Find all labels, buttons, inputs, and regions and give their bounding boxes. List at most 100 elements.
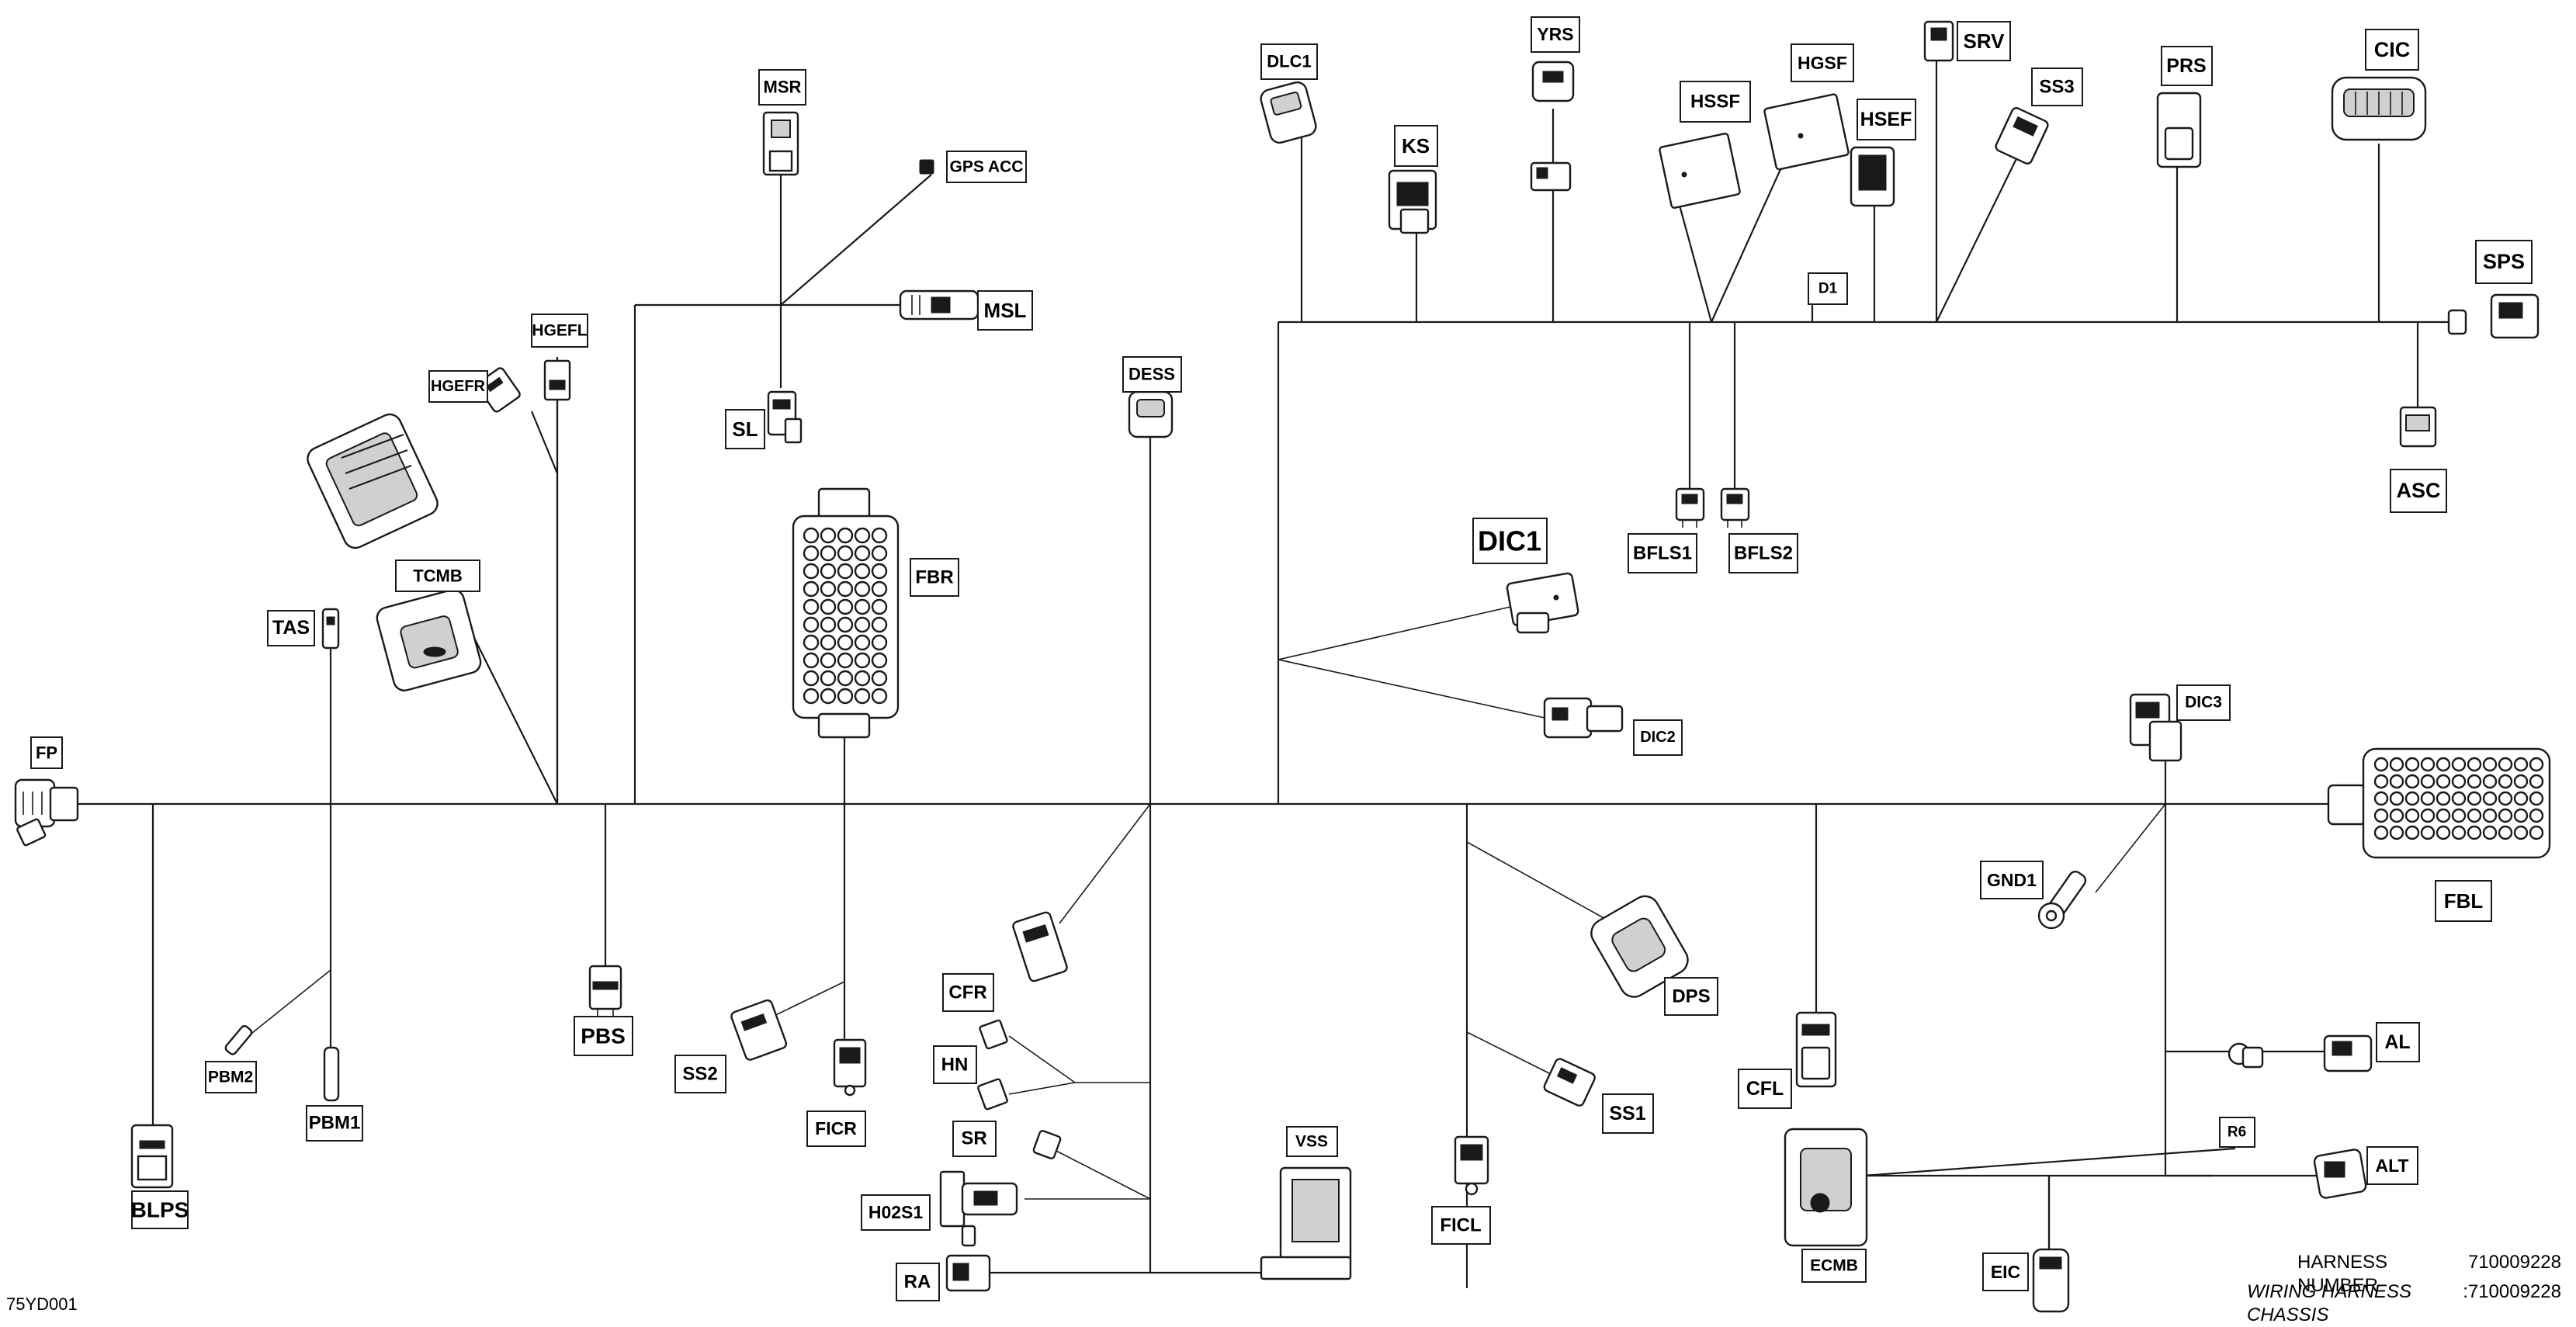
fuse-slot xyxy=(871,580,888,598)
ss1-connector-icon xyxy=(1543,1058,1596,1107)
fuse-slot xyxy=(837,670,854,687)
dic2-connector-icon xyxy=(1543,697,1624,739)
svg-text:PBM2: PBM2 xyxy=(208,1069,253,1086)
gps-acc-connector-icon xyxy=(919,159,934,175)
svg-text:BFLS1: BFLS1 xyxy=(1633,543,1692,564)
svg-text:DIC2: DIC2 xyxy=(1640,729,1676,746)
fuse-slot xyxy=(2420,825,2436,840)
fuse-slot xyxy=(2467,774,2482,789)
eic-connector-icon xyxy=(2032,1248,2070,1313)
svg-text:BFLS2: BFLS2 xyxy=(1734,543,1793,564)
label-msl: MSL xyxy=(977,290,1033,331)
svg-text:RA: RA xyxy=(904,1272,931,1293)
fuse-slot xyxy=(820,670,837,687)
hgefl-connector-icon xyxy=(543,359,571,401)
fuse-slot xyxy=(837,598,854,615)
svg-text:KS: KS xyxy=(1402,134,1430,158)
msr-connector-icon xyxy=(762,111,799,176)
ficl-connector-icon xyxy=(1454,1135,1489,1196)
sps-connector-icon xyxy=(2447,293,2540,339)
fuse-slot xyxy=(820,652,837,669)
fuse-slot xyxy=(2420,757,2436,772)
fuse-slot xyxy=(2513,825,2529,840)
fuse-slot xyxy=(854,652,871,669)
msl-connector-icon xyxy=(899,289,979,320)
fuse-slot xyxy=(2482,774,2498,789)
fbr-fuse-grid xyxy=(803,527,888,705)
fuse-slot xyxy=(820,598,837,615)
fuse-slot xyxy=(2513,808,2529,823)
fuse-slot xyxy=(871,634,888,651)
ra-connector-icon xyxy=(945,1254,991,1292)
fuse-slot xyxy=(854,634,871,651)
dic1-connector-icon xyxy=(1506,572,1579,634)
connector-labels: FP BLPS TAS PBM2 PBM1 HGEFR HGEFL TCMB P… xyxy=(30,16,2533,1301)
tcmb-connector-icon xyxy=(376,588,482,691)
label-ss3: SS3 xyxy=(2031,68,2083,106)
fuse-slot xyxy=(871,670,888,687)
dps-connector-icon xyxy=(1590,895,1689,998)
hn-high-connector-icon xyxy=(979,1019,1008,1050)
fuse-slot xyxy=(820,545,837,562)
harness-chassis-label: WIRING HARNESS CHASSIS xyxy=(2247,1281,2412,1325)
fuse-slot xyxy=(820,688,837,705)
fuse-slot xyxy=(2467,791,2482,806)
svg-text:MSR: MSR xyxy=(764,78,802,97)
fuse-slot xyxy=(837,545,854,562)
fuse-slot xyxy=(2420,774,2436,789)
svg-text:TAS: TAS xyxy=(272,617,310,639)
label-d1: D1 xyxy=(1808,272,1848,305)
srv-connector-icon xyxy=(1923,20,1954,62)
label-sr: SR xyxy=(952,1121,997,1157)
fuse-slot xyxy=(803,616,820,633)
hgsf-switch-icon xyxy=(1763,93,1850,171)
svg-text:VSS: VSS xyxy=(1295,1133,1328,1151)
fuse-slot xyxy=(820,580,837,598)
label-tas: TAS xyxy=(267,610,315,646)
fuse-slot xyxy=(837,616,854,633)
fuse-slot xyxy=(820,616,837,633)
svg-text:FP: FP xyxy=(36,743,57,763)
fuse-slot xyxy=(2529,791,2544,806)
fuse-slot xyxy=(2498,808,2513,823)
fp-connector-icon xyxy=(14,778,79,847)
fuse-slot xyxy=(803,545,820,562)
fuse-slot xyxy=(837,634,854,651)
hsef-connector-icon xyxy=(1850,146,1895,207)
pbs-connector-icon xyxy=(588,965,622,1024)
connector-glyphs xyxy=(14,20,2551,1313)
fbl-fuse-grid xyxy=(2373,757,2544,840)
figure-id: 75YD001 xyxy=(6,1294,78,1314)
svg-text:GND1: GND1 xyxy=(1987,870,2037,890)
fuse-slot xyxy=(820,527,837,544)
label-dic3: DIC3 xyxy=(2176,684,2231,721)
label-fbr: FBR xyxy=(910,558,959,597)
fuse-slot xyxy=(871,616,888,633)
svg-text:AL: AL xyxy=(2384,1031,2410,1053)
fuse-slot xyxy=(2436,791,2451,806)
svg-text:DIC1: DIC1 xyxy=(1478,525,1541,557)
fuse-slot xyxy=(2389,825,2404,840)
label-hgefl: HGEFL xyxy=(531,314,588,348)
fuse-slot xyxy=(871,563,888,580)
fuse-slot xyxy=(2451,774,2467,789)
tas-sensor-icon xyxy=(321,608,340,660)
fuse-slot xyxy=(2404,825,2420,840)
fuse-slot xyxy=(2436,808,2451,823)
fuse-slot xyxy=(2529,757,2544,772)
fuse-slot xyxy=(2436,825,2451,840)
label-dic2: DIC2 xyxy=(1633,719,1683,756)
fuse-slot xyxy=(2389,791,2404,806)
harness-number-label: HARNESS NUMBER xyxy=(2297,1252,2388,1296)
al-bulb-icon xyxy=(2228,1042,2264,1069)
label-dess: DESS xyxy=(1122,356,1182,393)
fuse-slot xyxy=(837,688,854,705)
label-ecmb: ECMB xyxy=(1801,1249,1867,1283)
cfl-connector-icon xyxy=(1795,1011,1837,1088)
label-pbm1: PBM1 xyxy=(306,1105,363,1142)
fuse-slot xyxy=(820,634,837,651)
yrs-connector-icon xyxy=(1531,61,1575,102)
fuse-slot xyxy=(2389,757,2404,772)
svg-text:MSL: MSL xyxy=(984,299,1027,322)
label-ra: RA xyxy=(896,1263,940,1301)
